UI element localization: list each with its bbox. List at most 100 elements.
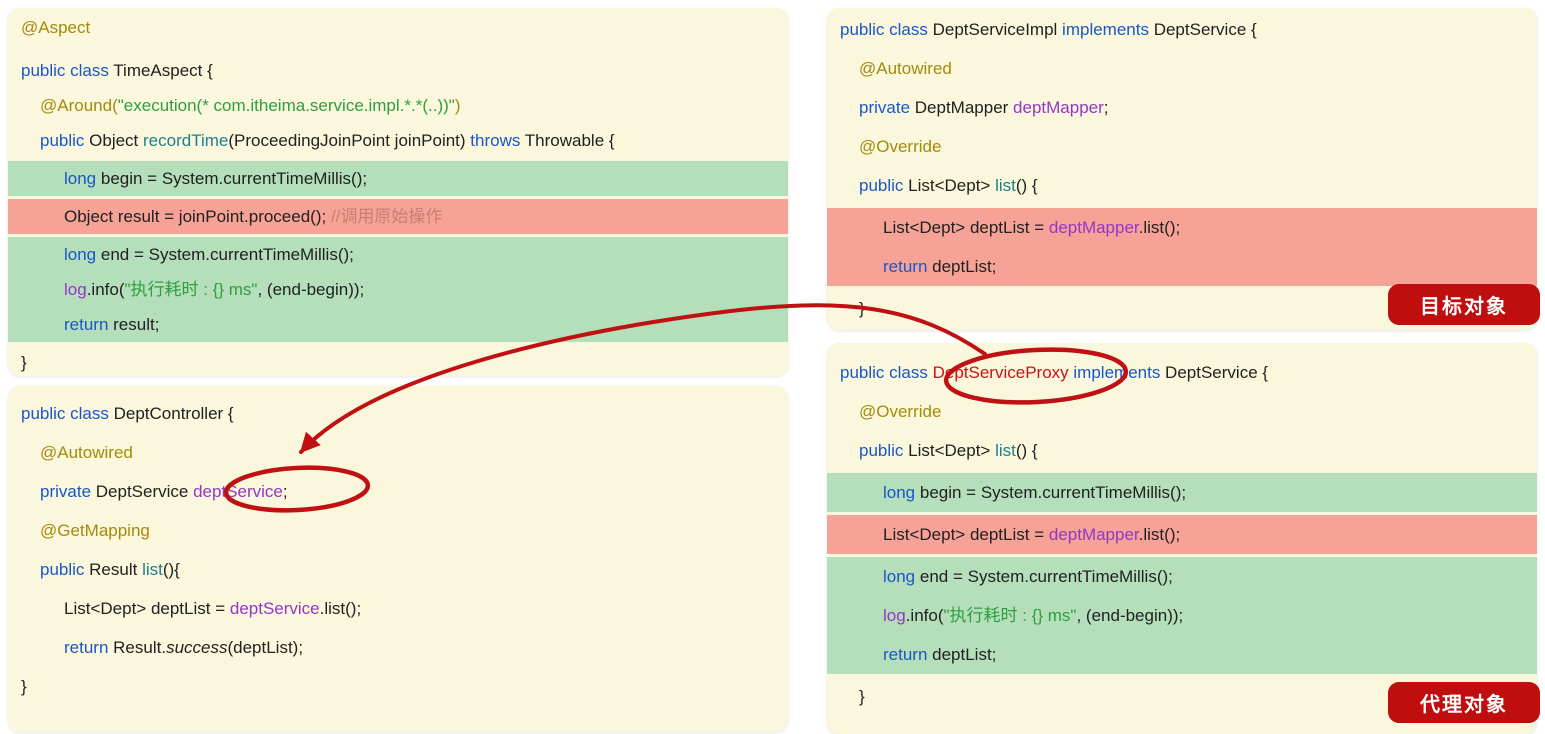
code-token: List<Dept> (903, 441, 996, 460)
code-line: } (8, 667, 788, 706)
code-token: begin = System.currentTimeMillis(); (96, 169, 368, 188)
highlight-block-green: long begin = System.currentTimeMillis(); (827, 473, 1537, 512)
code-token: @GetMapping (40, 521, 150, 540)
code-block: public class DeptServiceProxy implements… (827, 353, 1537, 470)
highlight-block-red: List<Dept> deptList = deptMapper.list();… (827, 208, 1537, 286)
code-token: deptMapper (1048, 218, 1139, 237)
code-token: DeptServiceProxy (932, 363, 1069, 382)
code-token: list (142, 560, 163, 579)
target-object-badge: 目标对象 (1388, 284, 1540, 325)
code-token: public (40, 131, 85, 150)
code-token: return (883, 257, 928, 276)
code-block: } (827, 677, 1537, 716)
code-token: DeptService (91, 482, 194, 501)
code-token: List<Dept> (903, 176, 996, 195)
code-line: return deptList; (827, 635, 1537, 674)
code-line: @Around("execution(* com.itheima.service… (8, 88, 788, 123)
code-token: deptList; (927, 645, 997, 664)
code-token: implements (1073, 363, 1161, 382)
code-line: public Result list(){ (8, 550, 788, 589)
code-token: (ProceedingJoinPoint joinPoint) (228, 131, 471, 150)
code-token: , (end-begin)); (257, 280, 365, 299)
code-line: public List<Dept> list() { (827, 166, 1537, 205)
code-token: } (21, 353, 27, 372)
code-token: result; (108, 315, 160, 334)
code-token: implements (1062, 20, 1149, 39)
code-line: public class DeptController { (8, 394, 788, 433)
code-token: public class (840, 363, 928, 382)
highlight-block-green: long end = System.currentTimeMillis();lo… (827, 557, 1537, 674)
code-token: public (40, 560, 85, 579)
code-token: deptService (229, 599, 320, 618)
code-line: log.info("执行耗时 : {} ms", (end-begin)); (827, 596, 1537, 635)
proxy-object-badge: 代理对象 (1388, 682, 1540, 723)
code-token: @Aspect (21, 18, 91, 37)
code-line: @Autowired (827, 49, 1537, 88)
code-token: list (995, 176, 1016, 195)
code-token: @Autowired (859, 59, 952, 78)
code-token: "execution(* com.itheima.service.impl.*.… (117, 96, 455, 115)
code-line: long end = System.currentTimeMillis(); (8, 237, 788, 272)
code-token: } (859, 299, 865, 318)
code-token: //调用原始操作 (330, 207, 443, 226)
code-line: private DeptMapper deptMapper; (827, 88, 1537, 127)
code-token: begin = System.currentTimeMillis(); (915, 483, 1187, 502)
code-token: @Override (859, 402, 942, 421)
code-token: } (859, 687, 865, 706)
code-token: () { (1015, 441, 1038, 460)
code-token: DeptMapper (910, 98, 1014, 117)
code-token: deptMapper (1048, 525, 1139, 544)
code-token: .list(); (319, 599, 362, 618)
code-token: } (21, 677, 27, 696)
code-token: (){ (162, 560, 180, 579)
code-token: () { (1015, 176, 1038, 195)
code-line: return deptList; (827, 247, 1537, 286)
code-token: recordTime (143, 131, 229, 150)
code-token: Result. (108, 638, 167, 657)
code-token: long (64, 169, 97, 188)
code-line: List<Dept> deptList = deptMapper.list(); (827, 208, 1537, 247)
code-line: List<Dept> deptList = deptMapper.list(); (827, 515, 1537, 554)
code-token: List<Dept> deptList = (883, 525, 1049, 544)
code-line: public class DeptServiceImpl implements … (827, 10, 1537, 49)
code-line: @Aspect (8, 12, 788, 44)
code-line: public Object recordTime(ProceedingJoinP… (8, 123, 788, 158)
code-token: DeptService { (1148, 20, 1257, 39)
code-token: end = System.currentTimeMillis(); (96, 245, 354, 264)
code-line: long begin = System.currentTimeMillis(); (8, 161, 788, 196)
code-token: List<Dept> deptList = (883, 218, 1049, 237)
code-token: "执行耗时 : {} ms" (124, 280, 258, 299)
code-panel-dept-service-impl: public class DeptServiceImpl implements … (827, 8, 1537, 330)
code-line: @Autowired (8, 433, 788, 472)
code-token: Object result = joinPoint.proceed(); (64, 207, 331, 226)
code-token: public class (21, 404, 109, 423)
code-line: @Override (827, 392, 1537, 431)
code-token: return (64, 638, 109, 657)
code-panel-dept-controller: public class DeptController { @Autowired p… (8, 386, 788, 732)
code-token: (deptList); (227, 638, 304, 657)
code-token: , (end-begin)); (1076, 606, 1184, 625)
code-line: List<Dept> deptList = deptService.list()… (8, 589, 788, 628)
code-token: return (883, 645, 928, 664)
code-block: } (8, 345, 788, 376)
code-block: public class DeptServiceImpl implements … (827, 10, 1537, 205)
code-token: public class (840, 20, 928, 39)
code-token: @Autowired (40, 443, 133, 462)
code-token: long (883, 567, 916, 586)
code-token: DeptController { (108, 404, 234, 423)
highlight-block-red: List<Dept> deptList = deptMapper.list(); (827, 515, 1537, 554)
code-line: return Result.success(deptList); (8, 628, 788, 667)
highlight-block-red: Object result = joinPoint.proceed(); //调… (8, 199, 788, 234)
code-token: .list(); (1138, 525, 1181, 544)
code-token: @Around( (40, 96, 118, 115)
code-token: return (64, 315, 109, 334)
code-token: "执行耗时 : {} ms" (943, 606, 1077, 625)
code-token: ; (1103, 98, 1109, 117)
highlight-block-green: long begin = System.currentTimeMillis(); (8, 161, 788, 196)
code-token: throws (470, 131, 521, 150)
code-token: public class (21, 61, 109, 80)
code-line: @Override (827, 127, 1537, 166)
code-token: log (64, 280, 87, 299)
